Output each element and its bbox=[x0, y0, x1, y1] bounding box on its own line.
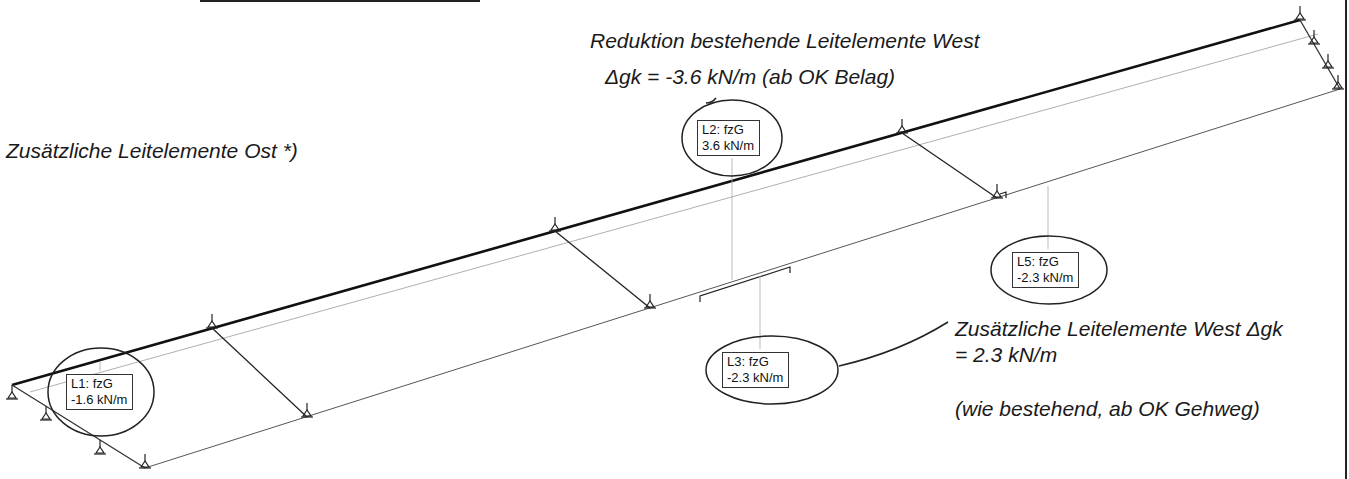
hand-circle bbox=[706, 336, 838, 404]
hand-circle bbox=[48, 348, 154, 436]
edge-beam bbox=[12, 20, 1300, 385]
hand-circle bbox=[991, 236, 1107, 304]
hand-note: Δgk = -3.6 kN/m (ab OK Belag) bbox=[605, 64, 1025, 90]
cross-member bbox=[12, 385, 145, 468]
load-value: 3.6 kN/m bbox=[702, 138, 755, 154]
cross-frame bbox=[902, 133, 997, 198]
load-value: -2.3 kN/m bbox=[727, 370, 784, 386]
load-value: -2.3 kN/m bbox=[1017, 270, 1074, 286]
load-box: L1: fzG-1.6 kN/m bbox=[66, 374, 133, 410]
load-value: -1.6 kN/m bbox=[71, 392, 128, 408]
load-name: L2: fzG bbox=[702, 122, 755, 138]
annotation-leader bbox=[706, 98, 716, 103]
load-bracket bbox=[700, 267, 790, 302]
load-name: L3: fzG bbox=[727, 354, 784, 370]
load-box: L2: fzG3.6 kN/m bbox=[697, 120, 760, 156]
cross-frame bbox=[212, 328, 307, 417]
hand-note: Reduktion bestehende Leitelemente West bbox=[590, 28, 1020, 54]
load-name: L5: fzG bbox=[1017, 254, 1074, 270]
load-leader bbox=[1048, 186, 1049, 249]
load-box: L3: fzG-2.3 kN/m bbox=[722, 352, 789, 388]
load-name: L1: fzG bbox=[71, 376, 128, 392]
hand-note: Zusätzliche Leitelemente West Δgk = 2.3 … bbox=[955, 316, 1300, 368]
load-box: L5: fzG-2.3 kN/m bbox=[1012, 252, 1079, 288]
hand-note: Zusätzliche Leitelemente Ost *) bbox=[6, 138, 406, 164]
annotation-leader bbox=[839, 322, 948, 366]
hand-circle bbox=[682, 100, 782, 176]
cross-member bbox=[1300, 20, 1340, 89]
load-leader bbox=[760, 276, 761, 349]
load-bracket bbox=[1000, 192, 1006, 198]
cross-frame bbox=[555, 231, 650, 308]
hand-note: (wie bestehend, ab OK Gehweg) bbox=[955, 396, 1300, 422]
sheet-line bbox=[200, 0, 480, 2]
load-leader bbox=[100, 362, 101, 371]
sheet-border bbox=[1345, 0, 1347, 479]
edge-beam bbox=[145, 89, 1340, 468]
